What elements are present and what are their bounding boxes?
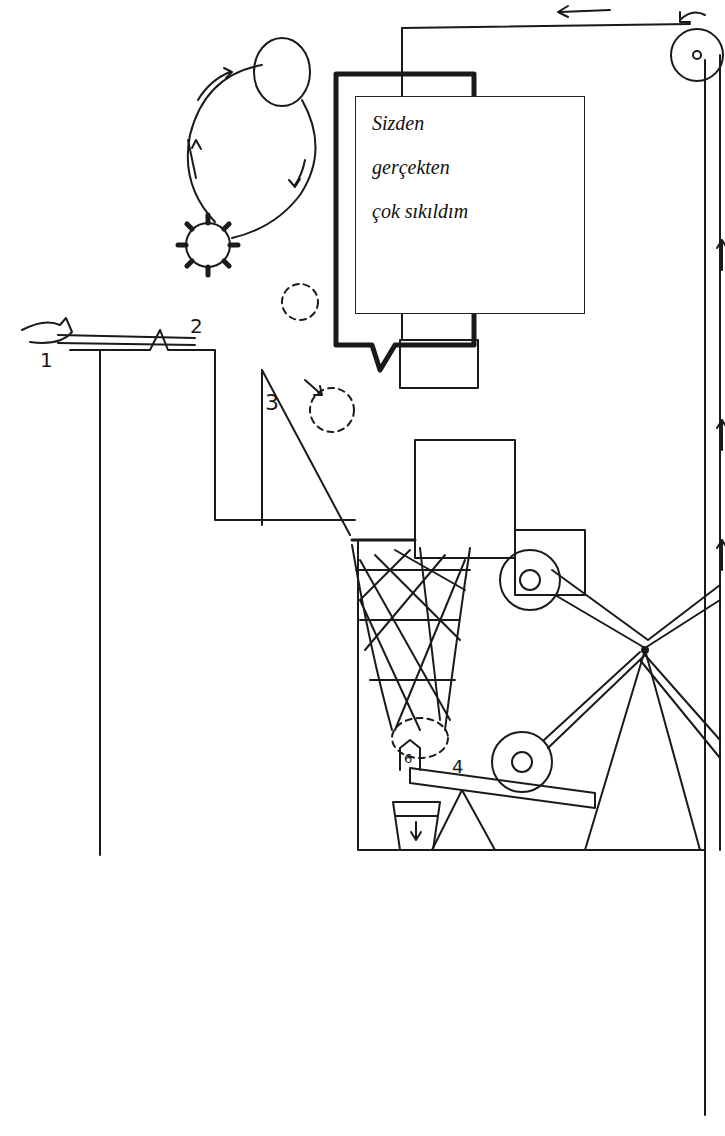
basket-net <box>352 545 470 730</box>
wall-line <box>99 350 101 855</box>
callout-number: 3 <box>265 392 279 414</box>
scissor-blades <box>544 570 720 758</box>
lever-pivot <box>432 790 495 850</box>
ball <box>254 38 310 106</box>
speech-text: Sizden gerçekten çok sıkıldım <box>356 97 472 233</box>
pulley <box>671 29 723 81</box>
motion-arrow <box>411 822 421 840</box>
callout-number: 6 <box>404 752 412 765</box>
platform <box>70 330 355 520</box>
callout-number: 1 <box>40 350 53 370</box>
callout-number: 2 <box>190 316 203 336</box>
cup <box>393 802 440 850</box>
gear-teeth <box>178 215 238 275</box>
pulley-axle <box>693 51 701 59</box>
rope <box>402 24 690 28</box>
push-rod <box>58 335 195 345</box>
speech-text-box: Sizden gerçekten çok sıkıldım <box>355 96 585 314</box>
motion-arrow <box>558 6 610 17</box>
rotation-arrow <box>680 12 705 22</box>
motion-arrow <box>717 240 725 570</box>
weight-box <box>415 440 515 558</box>
rotation-arrow <box>188 140 201 178</box>
ball-path <box>282 284 318 320</box>
scissor-handle <box>520 570 540 590</box>
scissor-handle <box>512 752 532 772</box>
basket-rim <box>352 539 415 542</box>
scissor-stand <box>585 650 700 850</box>
rotation-arrow <box>289 160 305 187</box>
ramp <box>262 370 350 535</box>
wheel-arc <box>188 65 316 238</box>
rope <box>705 55 720 1115</box>
domino <box>400 740 420 770</box>
scissor-handle <box>500 550 560 610</box>
frame <box>358 540 705 850</box>
hand <box>22 318 72 343</box>
callout-number: 4 <box>452 758 463 776</box>
rotation-arrow <box>198 68 232 100</box>
motion-arrow <box>305 380 322 395</box>
